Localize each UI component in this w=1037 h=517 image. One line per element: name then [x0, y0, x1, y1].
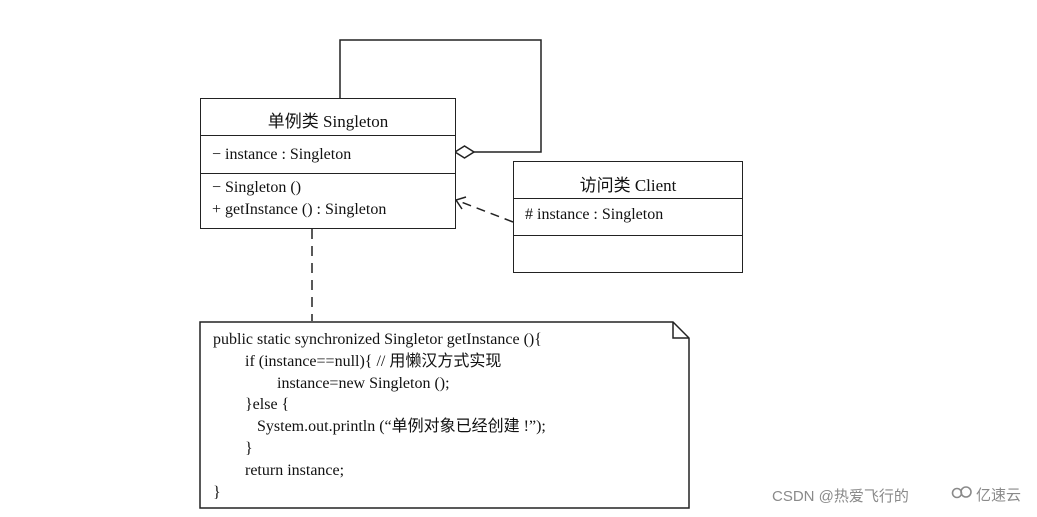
client-divider-1: [514, 198, 742, 199]
cloud-logo-icon: [951, 486, 972, 499]
singleton-class-box: 单例类 Singleton − instance : Singleton − S…: [200, 98, 456, 229]
note-code-line: }else {: [213, 396, 290, 414]
note-code-line: return instance;: [213, 461, 345, 479]
dependency-arrowhead: [454, 196, 467, 210]
singleton-divider-1: [201, 135, 455, 136]
csdn-watermark: CSDN @热爱飞行的: [772, 488, 909, 505]
note-code-line: if (instance==null){ // 用懒汉方式实现: [213, 352, 502, 370]
note-code-line: instance=new Singleton ();: [213, 374, 450, 392]
singleton-operation: − Singleton (): [212, 179, 302, 196]
singleton-divider-2: [201, 173, 455, 174]
singleton-operation: + getInstance () : Singleton: [212, 201, 387, 218]
note-code-line: public static synchronized Singletor get…: [213, 331, 542, 348]
client-divider-2: [514, 235, 742, 236]
note-code-line: }: [213, 439, 253, 457]
client-class-name: 访问类 Client: [579, 176, 677, 195]
dependency-line: [455, 199, 514, 223]
singleton-class-name: 单例类 Singleton: [267, 112, 389, 131]
aggregation-diamond: [453, 145, 476, 159]
note-code-line: System.out.println (“单例对象已经创建 !”);: [213, 418, 546, 436]
client-attribute: # instance : Singleton: [525, 206, 664, 223]
self-association-line: [339, 39, 542, 153]
note-code: public static synchronized Singletor get…: [213, 329, 546, 503]
note-box: [199, 321, 690, 509]
client-class-box: 访问类 Client # instance : Singleton: [513, 161, 743, 273]
singleton-attribute: − instance : Singleton: [212, 146, 352, 163]
brand-watermark: 亿速云: [976, 486, 1022, 504]
note-fold: [672, 322, 689, 339]
note-code-line: }: [213, 483, 221, 501]
